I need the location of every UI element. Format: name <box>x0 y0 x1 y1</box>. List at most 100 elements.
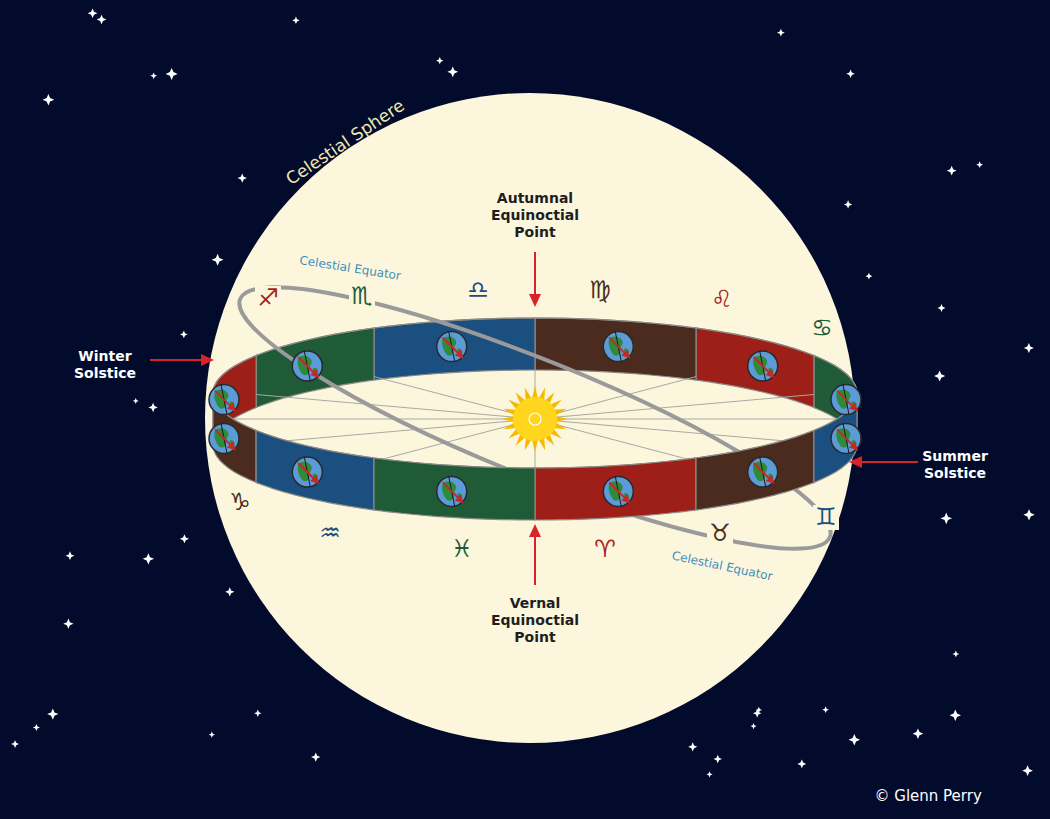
spoke <box>535 419 814 444</box>
zodiac-symbol: ♑ <box>227 490 253 515</box>
earth-arrow-head <box>849 441 858 450</box>
earth-disc <box>831 423 861 453</box>
zodiac-symbol: ♒ <box>317 521 343 546</box>
ecliptic-front <box>213 393 857 520</box>
earth-arrow-head <box>310 475 319 484</box>
star <box>950 710 961 721</box>
star <box>209 731 215 737</box>
zodiac-symbol: ♉ <box>707 521 733 546</box>
earth-icon <box>831 423 861 453</box>
star <box>952 651 959 658</box>
earth-disc <box>748 457 778 487</box>
zodiac-symbol: ♊ <box>813 505 839 530</box>
star <box>212 254 224 266</box>
star <box>777 29 785 37</box>
star <box>1023 509 1034 520</box>
label-holder: ♋ <box>809 316 835 341</box>
earth-icon <box>437 332 467 362</box>
celestial-equator <box>218 245 851 591</box>
label-holder: ♏ <box>349 284 375 309</box>
earth-arrow-head <box>621 350 630 359</box>
earth-disc <box>603 476 633 506</box>
star <box>846 70 854 78</box>
earth-arrow <box>298 357 314 373</box>
solstice-label: Summer Solstice <box>908 448 1003 482</box>
summer-arrow <box>860 461 918 463</box>
point-label: Vernal Equinoctial Point <box>475 595 595 645</box>
earth-disc <box>831 385 861 415</box>
spoke <box>535 419 696 461</box>
earth-icon <box>831 385 861 415</box>
earth-arrow <box>837 429 853 445</box>
star <box>11 740 19 748</box>
star <box>33 724 40 731</box>
vernal-arrow <box>534 535 536 585</box>
earth-disc <box>209 385 239 415</box>
star <box>254 710 261 717</box>
earth-disc <box>603 332 633 362</box>
earth-arrow <box>443 338 459 354</box>
earth-icon <box>292 457 322 487</box>
label-holder: © Glenn Perry <box>875 787 982 805</box>
star <box>143 553 154 564</box>
star <box>913 728 924 739</box>
ecliptic-back <box>213 318 857 468</box>
zodiac-symbol: ♓ <box>449 537 475 562</box>
spoke <box>535 377 696 419</box>
earth-arrow-head <box>227 441 236 450</box>
star <box>88 8 98 18</box>
earth-disc <box>292 351 322 381</box>
star <box>865 273 872 280</box>
arrow-head <box>529 294 541 307</box>
earth-icon <box>748 457 778 487</box>
label-holder: Vernal Equinoctial Point <box>475 595 595 645</box>
earth-disc <box>437 332 467 362</box>
star <box>436 57 443 64</box>
star <box>688 742 697 751</box>
spoke <box>535 419 857 420</box>
ecliptic-segment <box>535 318 696 380</box>
earth-icon <box>209 423 239 453</box>
star <box>844 200 852 208</box>
star <box>150 72 157 79</box>
zodiac-symbol: ♋ <box>809 316 835 341</box>
earth-arrow <box>443 482 459 498</box>
earth-icon <box>292 351 322 381</box>
earth-icon <box>748 351 778 381</box>
earth-arrow-head <box>455 494 464 503</box>
star <box>180 331 188 339</box>
earth-arrow <box>609 338 625 354</box>
label-holder: ♍ <box>587 278 613 303</box>
star <box>447 67 458 78</box>
star <box>238 173 247 182</box>
star <box>753 709 761 717</box>
star <box>797 759 806 768</box>
solstice-label: Winter Solstice <box>60 348 150 382</box>
earth-arrow <box>298 463 314 479</box>
arrow-head <box>529 524 541 537</box>
spoke <box>374 377 535 419</box>
label-holder: ♈ <box>592 537 618 562</box>
rim <box>213 318 857 468</box>
star <box>822 706 829 713</box>
star <box>1024 343 1034 353</box>
star <box>66 551 75 560</box>
earth-arrow <box>215 391 231 407</box>
star <box>1022 765 1033 776</box>
star <box>47 709 58 720</box>
ecliptic-segment <box>256 431 374 511</box>
star <box>166 68 178 80</box>
winter-arrow <box>150 359 203 361</box>
star <box>947 166 957 176</box>
zodiac-symbol: ♈ <box>592 537 618 562</box>
zodiac-symbol: ♍ <box>587 278 613 303</box>
autumnal-arrow <box>534 252 536 296</box>
earth-arrow <box>215 429 231 445</box>
sun-disc <box>513 397 557 441</box>
earth-arrow-head <box>766 475 775 484</box>
label-holder: Summer Solstice <box>908 448 1003 482</box>
stars <box>11 8 1034 777</box>
earth-arrow-head <box>621 494 630 503</box>
pointer-arrows <box>150 252 918 585</box>
star <box>311 752 320 761</box>
